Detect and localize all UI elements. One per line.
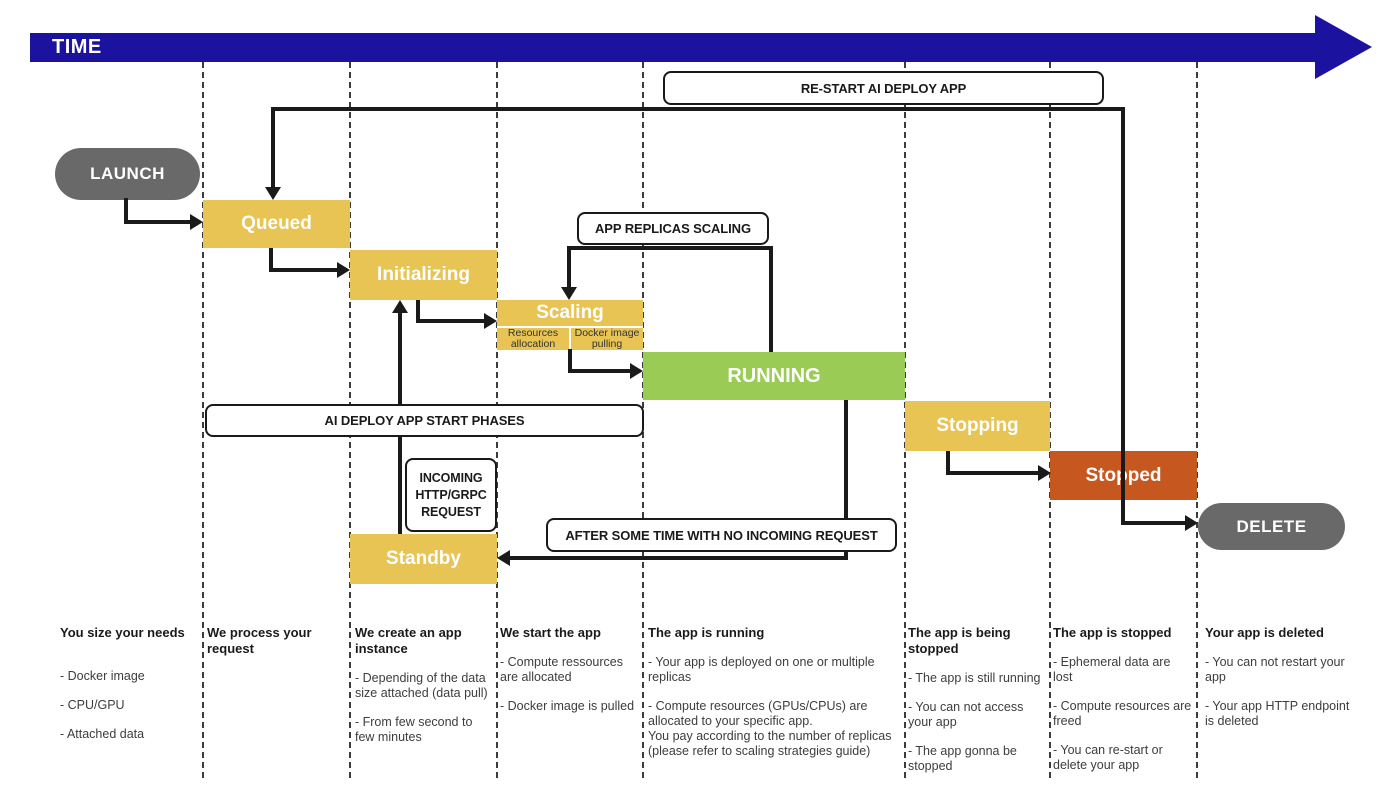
column-item: - The app is still running <box>908 671 1041 685</box>
callout-restart: RE-START AI DEPLOY APP <box>663 71 1104 105</box>
column-create-instance: We create an app instance - Depending of… <box>355 625 490 759</box>
column-process-request: We process your request <box>207 625 335 671</box>
arrowhead-icon <box>337 262 350 278</box>
arrow-replicas-loop <box>567 246 571 287</box>
arrowhead-icon <box>392 300 408 313</box>
arrow-queued-initializing <box>269 248 273 272</box>
column-size-needs: You size your needs - Docker image - CPU… <box>60 625 192 756</box>
arrowhead-icon <box>1185 515 1198 531</box>
column-app-deleted: Your app is deleted - You can not restar… <box>1205 625 1357 743</box>
column-item: - Attached data <box>60 727 145 741</box>
launch-node: LAUNCH <box>55 148 200 200</box>
phase-stopping: Stopping <box>905 401 1050 451</box>
phase-running: RUNNING <box>643 352 905 400</box>
arrowhead-icon <box>630 363 643 379</box>
arrow-running-standby <box>844 400 848 560</box>
arrowhead-icon <box>484 313 497 329</box>
arrowhead-icon <box>1038 465 1051 481</box>
column-item: - Docker image <box>60 669 145 683</box>
arrow-launch-queued <box>124 198 128 224</box>
phase-standby: Standby <box>350 534 497 584</box>
phase-initializing: Initializing <box>350 250 497 300</box>
column-item: - Docker image is pulled <box>500 699 635 713</box>
arrow-launch-queued <box>124 220 190 224</box>
column-item: - Depending of the data size attached (d… <box>355 671 488 700</box>
column-item: - Ephemeral data are lost <box>1053 655 1171 684</box>
arrowhead-icon <box>497 550 510 566</box>
arrowhead-icon <box>265 187 281 200</box>
callout-start-phases: AI DEPLOY APP START PHASES <box>205 404 644 437</box>
arrow-restart <box>271 107 275 187</box>
arrow-initializing-scaling <box>416 300 420 323</box>
arrow-replicas-loop <box>769 248 773 352</box>
callout-replicas-scaling: APP REPLICAS SCALING <box>577 212 769 245</box>
scaling-resources-cell: Resources allocation <box>497 328 569 350</box>
column-app-stopped: The app is stopped - Ephemeral data are … <box>1053 625 1193 787</box>
arrow-initializing-scaling <box>416 319 484 323</box>
phase-scaling-header: Scaling <box>497 300 643 326</box>
column-item: - Compute ressources are allocated <box>500 655 623 684</box>
column-title: We process your request <box>207 625 312 656</box>
phase-queued-label: Queued <box>241 213 312 234</box>
callout-incoming-request: INCOMING HTTP/GRPC REQUEST <box>405 458 497 532</box>
column-title: We start the app <box>500 625 601 640</box>
column-item: - From few second to few minutes <box>355 715 473 744</box>
column-item: - Your app is deployed on one or multipl… <box>648 655 875 684</box>
arrow-stopping-stopped <box>946 471 1038 475</box>
column-divider <box>1049 62 1051 778</box>
column-item: - You can re-start or delete your app <box>1053 743 1163 772</box>
time-axis-bar: TIME <box>30 33 1317 62</box>
arrow-scaling-running <box>568 369 630 373</box>
column-item: - Compute resources are freed <box>1053 699 1192 728</box>
column-being-stopped: The app is being stopped - The app is st… <box>908 625 1042 788</box>
arrow-stopped-delete <box>1121 521 1185 525</box>
column-divider <box>1196 62 1198 778</box>
column-title: We create an app instance <box>355 625 462 656</box>
column-item: - Compute resources (GPUs/CPUs) are allo… <box>648 699 892 758</box>
arrow-restart <box>1121 107 1125 525</box>
phase-scaling: Scaling Resources allocation Docker imag… <box>497 300 643 350</box>
arrow-replicas-loop <box>567 246 773 250</box>
phase-queued: Queued <box>203 200 350 248</box>
arrow-stopping-stopped <box>946 451 950 475</box>
delete-node-label: DELETE <box>1236 516 1307 536</box>
column-title: You size your needs <box>60 625 185 640</box>
delete-node: DELETE <box>1198 503 1345 550</box>
callout-no-incoming-request: AFTER SOME TIME WITH NO INCOMING REQUEST <box>546 518 897 552</box>
arrow-restart <box>271 107 1125 111</box>
arrow-scaling-running <box>568 349 572 373</box>
column-item: - The app gonna be stopped <box>908 744 1017 773</box>
arrow-running-standby <box>510 556 848 560</box>
launch-node-label: LAUNCH <box>90 164 165 183</box>
column-item: - You can not access your app <box>908 700 1024 729</box>
phase-initializing-label: Initializing <box>377 264 470 285</box>
phase-running-label: RUNNING <box>727 364 821 387</box>
time-axis-arrowhead-icon <box>1315 15 1372 79</box>
column-item: - CPU/GPU <box>60 698 125 712</box>
column-item: - Your app HTTP endpoint is deleted <box>1205 699 1350 728</box>
column-app-running: The app is running - Your app is deploye… <box>648 625 896 773</box>
column-divider <box>202 62 204 778</box>
scaling-docker-cell: Docker image pulling <box>571 328 643 350</box>
phase-standby-label: Standby <box>386 548 461 569</box>
arrowhead-icon <box>561 287 577 300</box>
column-item: - You can not restart your app <box>1205 655 1345 684</box>
arrow-queued-initializing <box>269 268 337 272</box>
column-start-app: We start the app - Compute ressources ar… <box>500 625 638 728</box>
phase-scaling-subrow: Resources allocation Docker image pullin… <box>497 326 643 350</box>
phase-stopping-label: Stopping <box>936 415 1019 436</box>
column-title: The app is stopped <box>1053 625 1172 640</box>
phase-scaling-label: Scaling <box>536 302 604 323</box>
column-title: The app is running <box>648 625 765 640</box>
time-axis-label: TIME <box>52 36 102 58</box>
arrowhead-icon <box>190 214 203 230</box>
column-title: Your app is deleted <box>1205 625 1324 640</box>
column-title: The app is being stopped <box>908 625 1011 656</box>
